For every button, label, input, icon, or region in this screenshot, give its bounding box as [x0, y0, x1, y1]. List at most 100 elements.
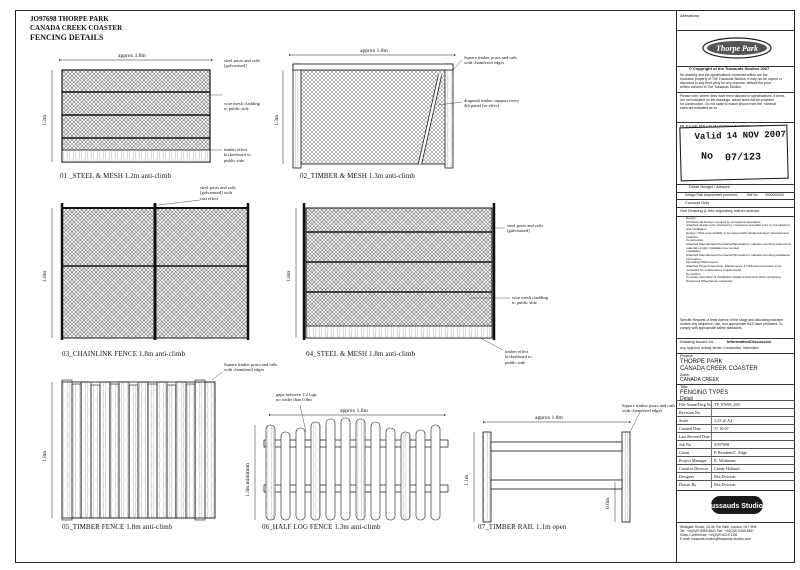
d06-note-gaps: gaps between 1/2 logs no wider than 0.8m	[276, 392, 317, 403]
stamp-date: 14 NOV 2007	[726, 129, 787, 142]
field-row: Job No JO97698	[676, 440, 795, 448]
field-row: Creative Director Candy Holland	[676, 464, 795, 472]
d04-note-posts: steel posts and rails [galvanised]	[507, 223, 543, 234]
d01-caption: 01 _STEEL & MESH 1.2m anti-climb	[60, 172, 172, 180]
checklist-item: Attached Manufacturer/Contractor/Special…	[686, 253, 791, 261]
checklist-item: Installation	[686, 249, 701, 254]
d06-caption: 06_HALF LOG FENCE 1.3m anti-climb	[262, 523, 381, 531]
field-row: Revision No	[676, 408, 795, 416]
sheet-title: FENCING DETAILS	[30, 33, 104, 42]
fence-03-chainlink	[51, 199, 250, 340]
sheet-border	[15, 10, 795, 563]
copyright-body: No drawing and the specifications contai…	[680, 73, 782, 90]
d07-note-posts: Square timber posts and rails with chamf…	[622, 403, 676, 414]
see-label: See Drawing & Info regarding further act…	[680, 208, 759, 213]
field-value: P. Rendsen/C. Edge	[714, 450, 748, 455]
alterations-label: Alterations	[680, 13, 699, 18]
d05-height-dim: 1.8m	[42, 450, 48, 462]
status-label: Drawing issued for:	[680, 339, 715, 344]
field-label: Scale	[679, 418, 689, 423]
d03-height-dim: 1.8m	[42, 270, 48, 282]
d04-height-dim: 1.8m	[286, 270, 292, 282]
checklist-item: Preserved Wheelhouse inspection	[686, 278, 733, 283]
specific-note: Specific Request: a tests license of the…	[680, 318, 784, 331]
field-label: Last Revised Date	[679, 434, 710, 439]
field-label: Drawn By	[679, 482, 697, 487]
d01-note-mesh: wire mesh cladding to public side	[224, 101, 260, 112]
field-value: K. Workman	[714, 458, 736, 463]
fence-05-timber	[51, 371, 223, 521]
fence-01-steel-mesh	[51, 59, 222, 163]
copyright-title: © Copyright of the Tussauds Studios 2007	[689, 66, 770, 71]
field-value: JO97698	[714, 442, 730, 447]
field-divider	[711, 465, 712, 472]
job-number: JO97698 THORPE PARK	[30, 15, 109, 23]
stamp-number: 07/123	[725, 152, 762, 165]
checklist-item: Attached Manufacturer/Contractor/Special…	[686, 241, 792, 250]
checklist-item: Demolition	[686, 271, 701, 276]
d07-sub-dim: 0.6m	[605, 497, 611, 509]
d07-width-dim: approx 1.8m	[535, 415, 563, 421]
notes-body: Please note, where dims have been allowe…	[680, 94, 785, 111]
checklist-item: Design / Risk responsibility to be issue…	[686, 230, 789, 239]
risk-ref-label: Ref No	[747, 193, 758, 197]
fence-07-timber-rail	[473, 411, 641, 523]
d02-width-dim: approx 1.8m	[360, 48, 388, 54]
d06-width-dim: approx 1.8m	[340, 408, 368, 414]
field-label: Revision No	[679, 410, 701, 415]
field-divider	[711, 417, 712, 424]
field-divider	[711, 449, 712, 456]
budget-label: Detail Budget / Artwork	[689, 184, 730, 189]
field-label: Client	[679, 450, 690, 455]
d04-note-kicker: timber effect kickerboard to public side	[505, 349, 532, 365]
field-label: Project Manager	[679, 458, 707, 463]
field-divider	[711, 473, 712, 480]
stamp-valid: Valid	[694, 131, 722, 143]
area-label: Area:	[680, 372, 690, 377]
studio-address: Westgate House, 44-46 The Hale, London, …	[680, 525, 757, 542]
d01-note-posts: steel posts and rails [galvanised]	[224, 58, 260, 69]
d01-width-dim: approx 1.8m	[118, 53, 146, 59]
field-value: TP_97698_205	[714, 402, 740, 407]
d04-caption: 04_STEEL & MESH 1.8m anti-climb	[306, 350, 416, 358]
d05-note-posts: Square timber posts and rails with chamf…	[224, 362, 278, 373]
checklist-item: Architectural Design required by compete…	[686, 219, 761, 224]
field-label: Created Date	[679, 426, 701, 431]
logo-text: Thorpe Park	[716, 44, 758, 53]
risk-ref-value: 0000000000	[765, 193, 784, 197]
d02-height-dim: 1.3m	[274, 114, 280, 126]
fence-02-timber-mesh	[282, 54, 463, 169]
stamp-no-label: No	[700, 151, 714, 163]
d03-note-posts: steel posts and rails [galvanised] with …	[200, 185, 236, 201]
d01-height-dim: 1.2m	[42, 114, 48, 126]
field-value: 17.10.07	[714, 426, 729, 431]
checklist-item: Consider demolition & installation detai…	[686, 275, 781, 280]
field-row: Scale 1:25 @ A2	[676, 416, 795, 424]
checklist-item: Operating Maintenance	[686, 260, 719, 265]
field-divider	[711, 441, 712, 448]
field-divider	[711, 457, 712, 464]
concept-label: Concept Only	[685, 200, 710, 205]
area-value: CANADA CREEK	[680, 377, 720, 383]
field-value: 1:25 @ A2	[714, 418, 733, 423]
project-line-2: CANADA CREEK COASTER	[680, 366, 758, 372]
field-row: Last Revised Date	[676, 432, 795, 440]
field-label: Creative Director	[679, 466, 709, 471]
field-label: Job No	[679, 442, 691, 447]
d04-note-mesh: wire mesh cladding to public side	[512, 295, 548, 306]
project-label: Project:	[680, 353, 694, 358]
field-row: Client P. Rendsen/C. Edge	[676, 448, 795, 456]
checklist-item: Construction	[686, 238, 704, 243]
checklist-item: Design	[686, 216, 696, 220]
checklist-item: Attached design to be checked by compete…	[686, 223, 790, 232]
fence-04-steel-mesh	[295, 203, 510, 351]
field-value: Candy Holland	[714, 466, 740, 471]
field-label: File Name/Dwg No	[679, 402, 713, 407]
checklist-item: Attached Project Operation, Maintenance …	[686, 264, 782, 272]
field-label: Designer	[679, 474, 695, 479]
